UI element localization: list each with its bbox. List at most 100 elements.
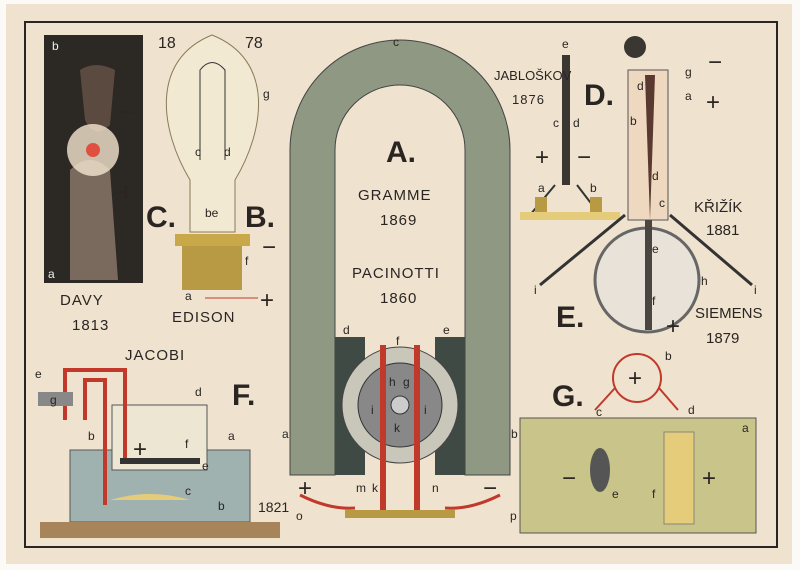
diagram-label: g (50, 393, 57, 407)
diagram-label: DAVY (60, 292, 104, 309)
diagram-label: a (742, 421, 749, 435)
diagram-label: + (260, 287, 274, 314)
panel-a-gramme: c d e f h g i i k a b m k n o p + − A. G… (282, 35, 518, 523)
diagram-label: 1881 (706, 222, 739, 239)
diagram-label: m (356, 481, 366, 495)
diagram-label: G. (552, 380, 584, 413)
diagram-label: − (119, 99, 133, 126)
diagram-label: c (195, 145, 201, 159)
diagram-label: k (394, 421, 401, 435)
diagram-label: k (372, 481, 379, 495)
diagram-label: A. (386, 136, 416, 169)
diagram-label: − (262, 234, 276, 261)
diagram-label: d (195, 385, 202, 399)
diagram-label: e (443, 323, 450, 337)
frame (24, 21, 778, 548)
diagram-label: B. (245, 201, 275, 234)
diagram-label: KŘIŽÍK (694, 199, 742, 216)
diagram-label: e (35, 367, 42, 381)
diagram-label: a (282, 427, 289, 441)
diagram-label: 1860 (380, 290, 417, 307)
diagram-label: f (652, 294, 656, 308)
diagram-label: F. (232, 379, 255, 412)
diagram-label: − (708, 49, 722, 76)
diagram-label: f (245, 254, 249, 268)
diagram-label: n (432, 481, 439, 495)
diagram-label: + (298, 475, 312, 502)
battery-circle (612, 353, 662, 403)
diagram-label: PACINOTTI (352, 265, 440, 282)
diagram-label: p (510, 509, 517, 523)
diagram-label: 18 (158, 35, 176, 52)
panel-g-electrolysis: b c d a e f + − + G. (519, 349, 757, 534)
base-board (40, 522, 280, 538)
diagram-label: + (706, 89, 720, 116)
diagram-label: + (702, 465, 716, 492)
diagram-label: − (562, 465, 576, 492)
diagram-label: + (666, 313, 680, 340)
diagram-label: c (596, 405, 602, 419)
diagram-label: − (483, 475, 497, 502)
diagram-label: g (685, 65, 692, 79)
diagram-label: b (630, 114, 637, 128)
electrolyte-tank (519, 417, 757, 534)
diagram-label: 1876 (512, 92, 545, 107)
diagram-label: c (659, 196, 665, 210)
panel-b-edison: 18 78 g c d be f a − + B. EDISON (158, 34, 276, 326)
diagram-label: d (652, 169, 659, 183)
diagram-label: e (562, 37, 569, 51)
diagram-label: e (652, 242, 659, 256)
horseshoe-magnet (289, 39, 511, 476)
diagram-label: SIEMENS (695, 305, 763, 322)
diagram-label: c (185, 484, 191, 498)
diagram-label: JACOBI (125, 347, 185, 364)
diagram-label: d (637, 79, 644, 93)
diagram-label: f (652, 487, 656, 501)
diagram-label: f (396, 334, 400, 348)
diagram-label: h (701, 274, 708, 288)
diagram-label: b (52, 39, 59, 53)
diagram-label: + (535, 144, 549, 171)
diagram-label: b (218, 499, 225, 513)
diagram-label: be (205, 206, 219, 220)
diagram-label: 1813 (72, 317, 109, 334)
diagram-label: a (228, 429, 235, 443)
diagram-label: 1879 (706, 330, 739, 347)
panel-e-krizik: g a d b d c e f h i i − + + E. KŘIŽÍK 18… (534, 36, 763, 347)
diagram-label: + (628, 365, 642, 392)
diagram-label: JABLOŠKOV (494, 68, 572, 83)
pulley (624, 36, 646, 58)
diagram-label: o (296, 509, 303, 523)
diagram-label: 78 (245, 35, 263, 52)
diagram-label: + (119, 179, 133, 206)
diagram-label: d (573, 116, 580, 130)
panel-c-davy: b a − + C. DAVY 1813 (44, 35, 176, 334)
diagram-label: g (403, 375, 410, 389)
diagram-label: a (685, 89, 692, 103)
bulb-screw (182, 246, 242, 290)
diagram-label: f (185, 437, 189, 451)
diagram-label: c (553, 116, 559, 130)
diagram-label: b (665, 349, 672, 363)
panel-f-jacobi: e g d b f a e c b + F. JACOBI 1821 (35, 347, 289, 538)
diagram-label: a (48, 267, 55, 281)
panel-d-jabloskov: e c d a b + − D. JABLOŠKOV 1876 (494, 37, 620, 220)
diagram-label: e (202, 459, 209, 473)
diagram-label: e (612, 487, 619, 501)
diagram-label: E. (556, 301, 584, 334)
diagram-label: d (343, 323, 350, 337)
diagram-label: i (371, 403, 374, 417)
diagram-label: b (590, 181, 597, 195)
diagram-label: i (754, 283, 757, 297)
diagram-label: b (88, 429, 95, 443)
diagram-label: EDISON (172, 309, 236, 326)
diagram-label: 1869 (380, 212, 417, 229)
diagram-label: b (511, 427, 518, 441)
diagram-label: 1821 (258, 499, 289, 515)
diagram-label: g (263, 87, 270, 101)
diagram-label: h (389, 375, 396, 389)
diagram-label: C. (146, 201, 176, 234)
diagram-label: GRAMME (358, 187, 432, 204)
diagram-label: i (424, 403, 427, 417)
